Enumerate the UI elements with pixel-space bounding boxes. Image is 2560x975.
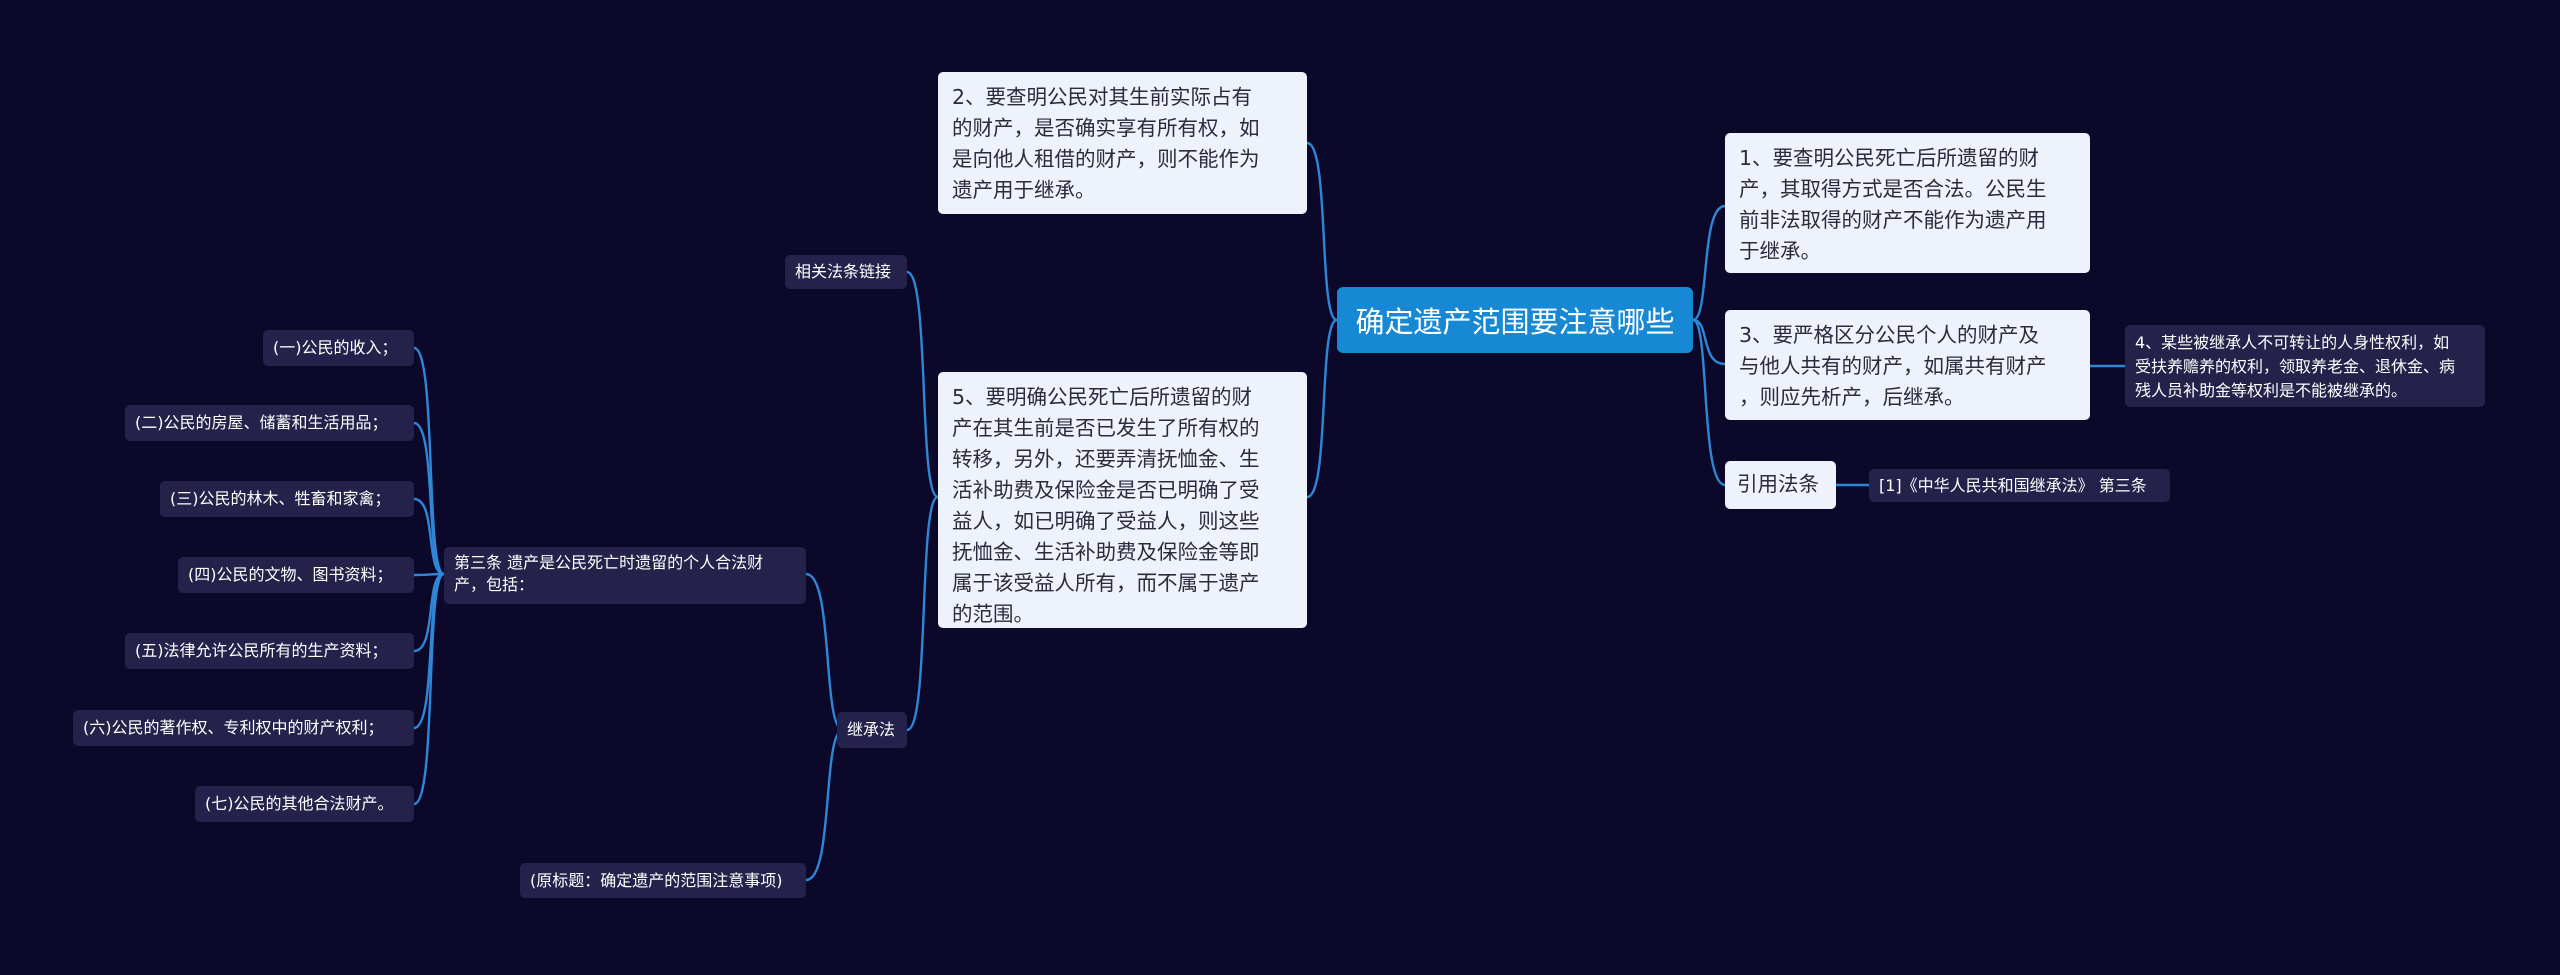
link-article3-item3 xyxy=(413,497,445,576)
article-item-6[interactable]: (六)公民的著作权、专利权中的财产权利； xyxy=(73,710,414,746)
article-item-4[interactable]: (四)公民的文物、图书资料； xyxy=(178,557,414,593)
link-root-n5 xyxy=(1306,318,1338,499)
article-item-1[interactable]: (一)公民的收入； xyxy=(263,330,414,366)
original-title[interactable]: (原标题：确定遗产的范围注意事项) xyxy=(520,863,806,898)
link-root-lawref xyxy=(1692,318,1726,487)
node-right-3[interactable]: 3、要严格区分公民个人的财产及 与他人共有的财产，如属共有财产 ，则应先析产，后… xyxy=(1725,310,2090,420)
node-left-2[interactable]: 2、要查明公民对其生前实际占有 的财产，是否确实享有所有权，如 是向他人租借的财… xyxy=(938,72,1307,214)
link-root-n1 xyxy=(1692,204,1726,322)
root-topic[interactable]: 确定遗产范围要注意哪些 xyxy=(1337,287,1693,353)
article-item-7[interactable]: (七)公民的其他合法财产。 xyxy=(195,786,414,822)
link-article3-item1 xyxy=(413,346,445,576)
article-3[interactable]: 第三条 遗产是公民死亡时遗留的个人合法财 产，包括： xyxy=(444,547,806,604)
link-inheritance-article3 xyxy=(805,572,844,732)
article-item-2[interactable]: (二)公民的房屋、储蓄和生活用品； xyxy=(125,405,414,441)
link-root-n3 xyxy=(1692,318,1726,366)
article-item-3[interactable]: (三)公民的林木、牲畜和家禽； xyxy=(160,481,414,517)
node-left-5[interactable]: 5、要明确公民死亡后所遗留的财 产在其生前是否已发生了所有权的 转移，另外，还要… xyxy=(938,372,1307,628)
law-reference-node[interactable]: 引用法条 xyxy=(1725,461,1836,509)
node-right-4[interactable]: 4、某些被继承人不可转让的人身性权利，如 受扶养赡养的权利，领取养老金、退休金、… xyxy=(2125,325,2485,407)
law-reference-item[interactable]: [1]《中华人民共和国继承法》 第三条 xyxy=(1869,469,2170,502)
link-article3-item2 xyxy=(413,421,445,576)
link-inheritance-title xyxy=(805,728,844,882)
link-root-n2 xyxy=(1306,141,1338,322)
related-law-links[interactable]: 相关法条链接 xyxy=(785,255,907,289)
link-article3-item7 xyxy=(413,572,445,806)
link-n5-related xyxy=(906,270,939,499)
inheritance-law[interactable]: 继承法 xyxy=(837,712,907,748)
link-n5-inheritance xyxy=(906,495,939,732)
node-right-1[interactable]: 1、要查明公民死亡后所遗留的财 产，其取得方式是否合法。公民生 前非法取得的财产… xyxy=(1725,133,2090,273)
link-article3-item5 xyxy=(413,572,445,653)
article-item-5[interactable]: (五)法律允许公民所有的生产资料； xyxy=(125,633,414,669)
